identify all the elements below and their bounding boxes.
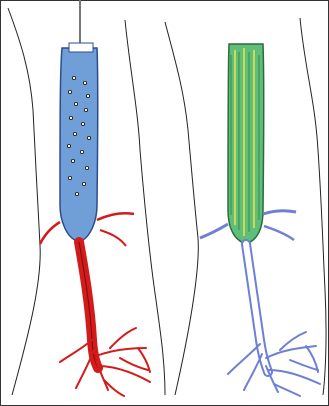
left-device-tip [69, 43, 93, 52]
left-device-body [60, 48, 98, 242]
right-device-body [228, 44, 264, 244]
